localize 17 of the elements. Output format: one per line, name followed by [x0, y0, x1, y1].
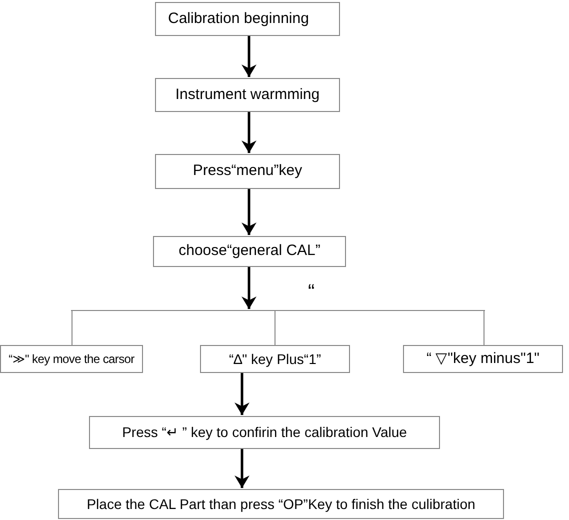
connector-line: [274, 310, 276, 346]
arrow: [242, 189, 256, 235]
process-box: Press“menu”key: [155, 154, 340, 189]
process-box: “ ▽"key minus"1": [403, 345, 563, 373]
arrow: [242, 36, 256, 77]
process-box: “≫" key move the carsor: [0, 345, 143, 373]
arrow: [242, 267, 256, 309]
arrow: [234, 373, 250, 415]
quotation-mark: “: [308, 282, 315, 302]
process-box: Press “↵ ” key to confirin the calibration Value: [89, 416, 440, 449]
process-box: “∆" key Plus“1”: [200, 345, 350, 373]
process-box: Calibration beginning: [155, 2, 340, 36]
arrow: [234, 449, 250, 488]
process-box: Place the CAL Part than press “OP”Key to finish the culibration: [58, 489, 504, 519]
process-box: choose“general CAL”: [153, 236, 346, 267]
arrow: [242, 112, 256, 153]
process-box: Instrument warmming: [155, 78, 340, 112]
